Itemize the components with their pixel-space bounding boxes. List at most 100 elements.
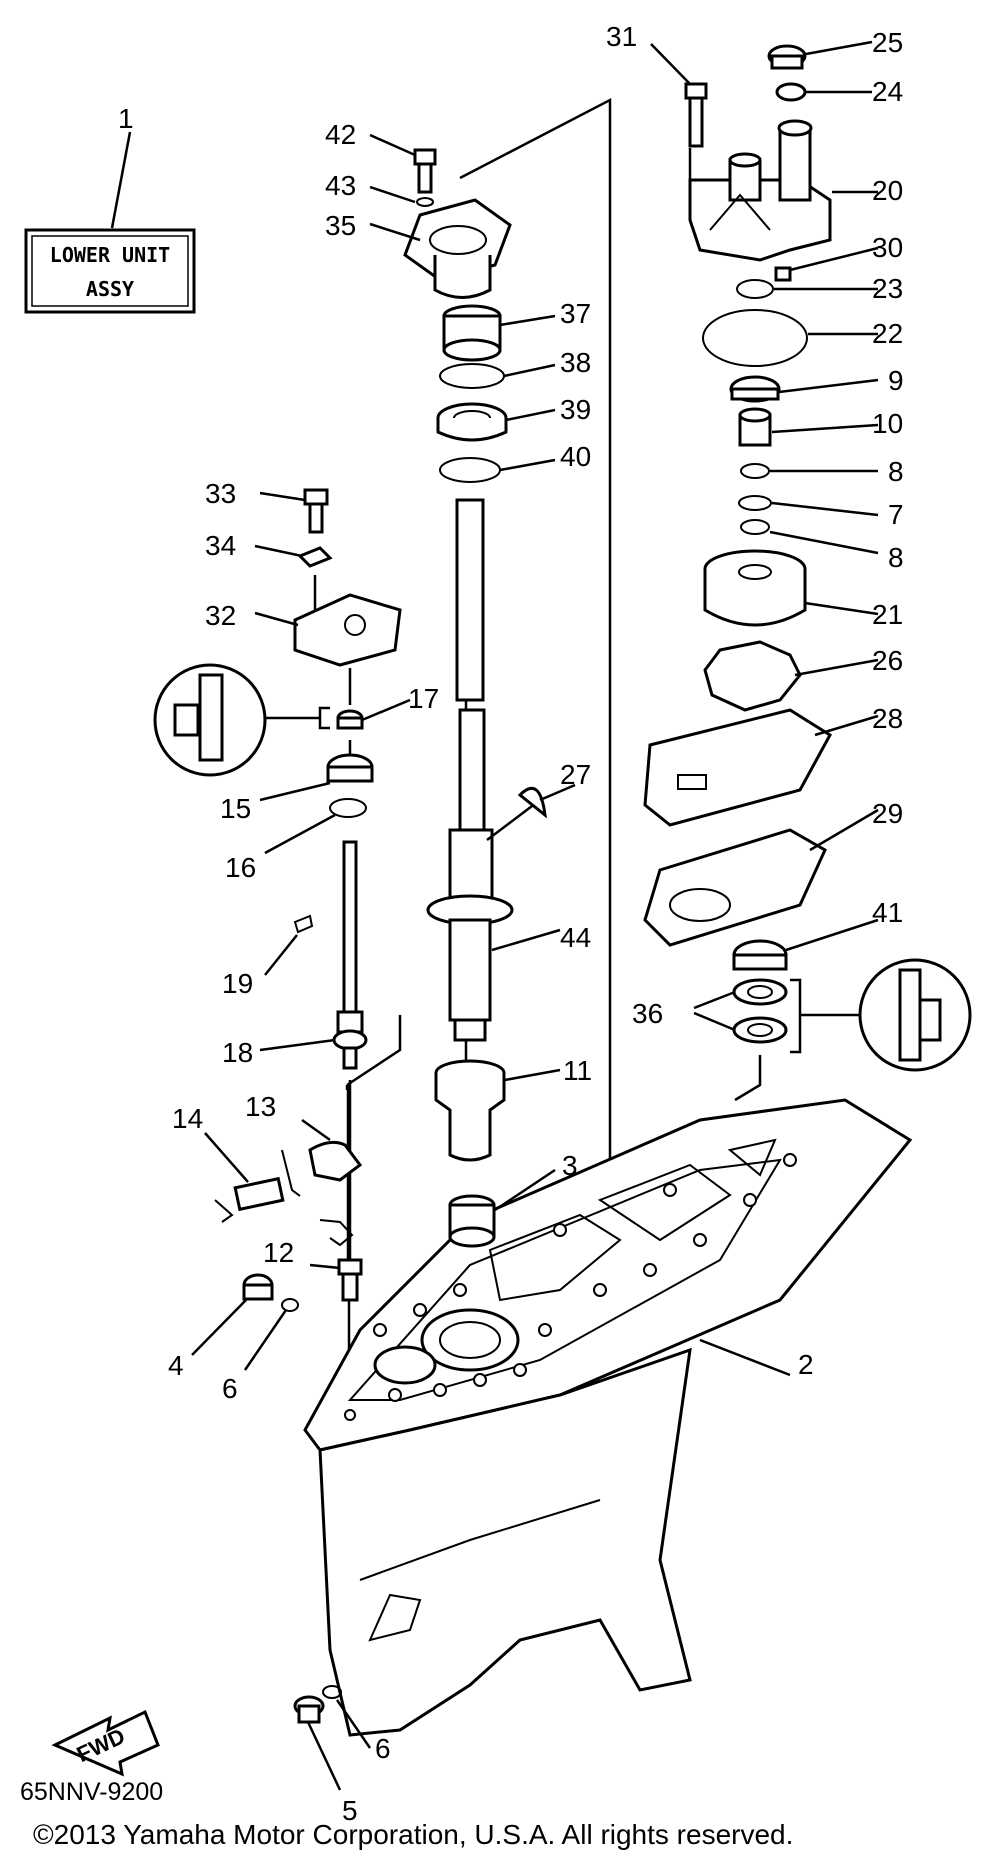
circlip-19 [264,914,314,976]
shift-rod-cover-32 [254,575,402,705]
callout-44: 44 [560,922,591,953]
copyright-notice: ©2013 Yamaha Motor Corporation, U.S.A. A… [33,1819,793,1850]
callout-16: 16 [225,852,256,883]
callout-21: 21 [872,599,903,630]
o-ring-40 [439,457,556,483]
grease-detail-right [858,958,972,1072]
oil-seal-17 [336,698,411,730]
callout-24: 24 [872,76,903,107]
callout-13: 13 [245,1091,276,1122]
o-ring-16 [264,798,367,855]
callout-6b: 6 [375,1733,391,1764]
callout-12: 12 [263,1237,294,1268]
callout-10: 10 [872,408,903,439]
bolt-42 [369,133,437,194]
callout-33: 33 [205,478,236,509]
callout-37: 37 [560,298,591,329]
seal-housing-41 [732,918,879,971]
callout-4: 4 [168,1350,184,1381]
grommet-25 [767,40,873,70]
washer-8a [740,463,878,479]
insert-cartridge-9 [729,375,879,403]
pin-30 [774,246,879,282]
hose-13 [301,1118,363,1182]
gasket-6a [243,1298,299,1371]
callout-42: 42 [325,119,356,150]
woodruff-key-27 [517,783,576,819]
washer-34 [254,544,333,568]
washer-43 [369,185,434,207]
clip-detail [319,1219,354,1247]
callout-15: 15 [220,793,251,824]
oil-seal-housing-35 [369,198,512,299]
bushing-37 [442,304,556,362]
callout-17: 17 [408,683,439,714]
callout-26: 26 [872,645,903,676]
callout-7: 7 [888,499,904,530]
box-line-1: LOWER UNIT [50,243,170,267]
gasket-29 [643,808,879,947]
plug-4 [191,1273,274,1356]
callout-43: 43 [325,170,356,201]
shift-rod-18 [259,840,368,1070]
callout-41: 41 [872,897,903,928]
callout-35: 35 [325,210,356,241]
callout-31: 31 [606,21,637,52]
callout-1: 1 [118,103,134,134]
shim-38 [439,363,556,389]
needle-bearing-3 [448,1168,556,1248]
plug-5 [293,1695,342,1791]
outer-plate-28 [643,708,879,827]
callout-36: 36 [632,998,663,1029]
grease-detail-left [153,663,330,777]
bolt-33 [259,488,329,534]
fwd-arrow: FWD [51,1709,160,1777]
oil-seals-36 [693,978,860,1054]
callout-8a: 8 [888,456,904,487]
box-line-2: ASSY [86,277,134,301]
seal-24 [775,82,872,102]
callout-23: 23 [872,273,903,304]
callout-27: 27 [560,759,591,790]
sleeve-11 [434,1059,561,1162]
callout-25: 25 [872,27,903,58]
water-pump-housing [688,119,878,262]
bearing-39 [436,402,556,442]
spring-washer-7 [738,495,879,517]
impeller-26 [703,640,879,712]
fitting-12 [309,1258,363,1302]
fitting-14 [204,1132,301,1223]
callout-8b: 8 [888,542,904,573]
callout-18: 18 [222,1037,253,1068]
callout-22: 22 [872,318,903,349]
callout-3: 3 [562,1150,578,1181]
callout-6a: 6 [222,1373,238,1404]
callout-2: 2 [798,1349,814,1380]
callout-14: 14 [172,1103,203,1134]
collar-10 [738,407,879,447]
insert-cartridge-21 [703,549,879,627]
callout-19: 19 [222,968,253,999]
callout-34: 34 [205,530,236,561]
callout-11: 11 [563,1055,592,1086]
callout-20: 20 [872,175,903,206]
callout-28: 28 [872,703,903,734]
guide-15 [259,740,374,802]
washer-8b [740,519,879,555]
drawing-number: 65NNV-9200 [20,1778,163,1806]
callout-30: 30 [872,232,903,263]
callout-39: 39 [560,394,591,425]
callout-numbers: 1 2 3 4 5 6 6 7 8 8 9 10 11 12 13 14 15 … [118,21,904,1826]
o-ring-22 [702,309,878,367]
gearcase-housing [303,1098,913,1737]
callout-40: 40 [560,441,591,472]
gasket-6b [322,1685,372,1749]
callout-5: 5 [342,1795,358,1826]
callout-29: 29 [872,798,903,829]
callout-9: 9 [888,365,904,396]
bolt-31 [650,43,708,205]
callout-32: 32 [205,600,236,631]
lower-unit-assy-box: LOWER UNIT ASSY [24,131,196,314]
o-ring-23 [736,279,878,299]
